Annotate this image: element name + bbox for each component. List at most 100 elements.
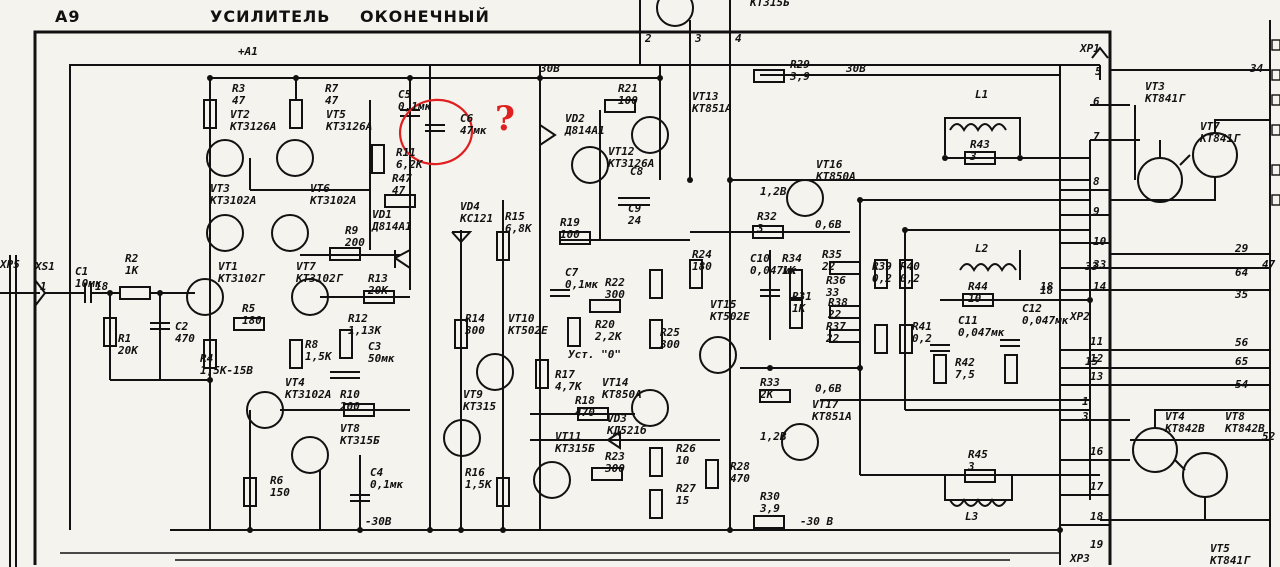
pin-5: 33: [1092, 258, 1107, 271]
value-vt5r: КТ841Г: [1209, 554, 1251, 567]
pin-1: 7: [1093, 130, 1100, 143]
vt5-symbol: [276, 139, 314, 177]
label-vt1: VT1: [218, 260, 238, 273]
value-r5: 180: [242, 314, 262, 327]
label-r26: R26: [676, 442, 696, 455]
pin-10: 1: [1082, 395, 1089, 408]
title-name2: ОКОНЕЧНЫЙ: [360, 7, 490, 26]
label-vt14: VT14: [602, 376, 629, 389]
label-r39: R39: [872, 260, 892, 273]
label-r45: R45: [968, 448, 988, 461]
value-r41: 0,2: [912, 332, 932, 345]
value-vt4: КТ3102А: [284, 388, 331, 401]
label-c12: C12: [1022, 302, 1042, 315]
vt13-symbol: [631, 116, 669, 154]
pin-18: 15: [1085, 355, 1099, 368]
pin-0: 6: [1093, 95, 1100, 108]
top-pin-2: 2: [644, 32, 652, 45]
pin-14: 18: [1090, 510, 1104, 523]
label-r47: R47: [392, 172, 412, 185]
junction-dot-5: [687, 177, 693, 183]
junction-dot-4: [657, 75, 663, 81]
vt8-output-symbol: [1182, 452, 1228, 498]
value-r13: 20К: [367, 284, 389, 297]
label-vt6: VT6: [310, 182, 330, 195]
pin-15: 19: [1090, 538, 1104, 551]
c5-c6-symbols: [425, 124, 445, 132]
value-c4: 0,1мк: [370, 478, 403, 491]
top-transistor-type: КТ315Б: [749, 0, 790, 9]
question-mark: ?: [495, 99, 515, 139]
label-r36: R36: [826, 274, 846, 287]
value-vt12: КТ3126А: [607, 157, 654, 170]
label-r1: R1: [118, 332, 131, 345]
junction-dot-12: [207, 377, 213, 383]
value-r37: 22: [825, 332, 840, 345]
label-l2: L2: [975, 242, 989, 255]
output-transistors: [1132, 132, 1238, 498]
label-vt8r: VT8: [1225, 410, 1245, 423]
value-r38: 22: [827, 308, 842, 321]
label-r18: R18: [575, 394, 595, 407]
value-vt6: КТ3102А: [309, 194, 356, 207]
right-num-2: 64: [1235, 266, 1249, 279]
value-r12: 1,13К: [348, 324, 382, 337]
label-vt7: VT7: [296, 260, 316, 273]
value-vt9: КТ315: [462, 400, 496, 413]
driver-stage-wiring: [451, 69, 785, 530]
label-l1: L1: [975, 88, 988, 101]
pin-17: 18: [1040, 280, 1054, 293]
value-r4: 1,5К-15В: [200, 364, 253, 377]
value-vt7: КТ3102Г: [295, 272, 344, 285]
value-vt3: КТ3102А: [209, 194, 256, 207]
pin-6: 14: [1093, 280, 1107, 293]
value-r39: 0,2: [872, 272, 892, 285]
label-r11: R11: [396, 146, 416, 159]
junction-dot-10: [107, 290, 113, 296]
value-r18: 470: [575, 406, 595, 419]
value-r31: 1К: [792, 302, 807, 315]
sheet-frame: [33, 20, 1271, 567]
label-r30: R30: [760, 490, 780, 503]
pin-13: 17: [1090, 480, 1104, 493]
title-name: УСИЛИТЕЛЬ: [210, 7, 330, 26]
label-r5: R5: [242, 302, 256, 315]
label-vd2: VD2: [565, 112, 585, 125]
value-vt1: КТ3102Г: [217, 272, 266, 285]
component-labels: R347R747VT2КТ3126АVT5КТ3126АVT3КТ3102АVT…: [75, 58, 1265, 567]
value-r30: 3,9: [759, 502, 780, 515]
label-r8: R8: [305, 338, 319, 351]
value-c2: 470: [175, 332, 195, 345]
label-r31: R31: [792, 290, 812, 303]
label-r21: R21: [618, 82, 638, 95]
value-vt3r: КТ841Г: [1144, 92, 1186, 105]
right-num-7: 54: [1235, 378, 1249, 391]
bias-network: [690, 117, 1100, 507]
junction-dot-2: [407, 75, 413, 81]
vt11-symbol: [533, 461, 571, 499]
label-c7: C7: [565, 266, 579, 279]
value-vt16: КТ850А: [815, 170, 856, 183]
value-vt7r: КТ841Г: [1199, 132, 1241, 145]
label-r4: R4: [200, 352, 214, 365]
value-vd4: КС121: [459, 212, 493, 225]
label-r33: R33: [760, 376, 780, 389]
value-vd2: Д814А1: [564, 124, 605, 137]
label-r43: R43: [970, 138, 990, 151]
rail-neg-right: -30 В: [800, 515, 833, 528]
junction-dot-23: [1017, 155, 1023, 161]
label-r34: R34: [782, 252, 802, 265]
label-r6: R6: [270, 474, 284, 487]
value-r40: 0,2: [900, 272, 920, 285]
xp5-label: XP5: [0, 258, 20, 271]
label-r10: R10: [340, 388, 360, 401]
label-r29: R29: [790, 58, 810, 71]
value-r10: 200: [339, 400, 360, 413]
vt14-symbol: [631, 389, 669, 427]
label-vd3: VD3: [607, 412, 627, 425]
value-c12: 0,047мк: [1022, 314, 1069, 327]
vt12-symbol: [571, 146, 609, 184]
value-r17: 4,7К: [555, 380, 583, 393]
label-r42: R42: [955, 356, 975, 369]
